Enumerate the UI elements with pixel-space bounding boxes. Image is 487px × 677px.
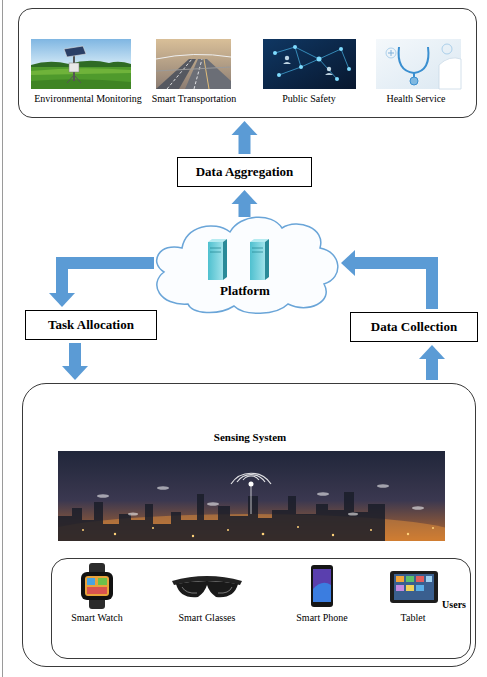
transportation-picture [156, 39, 231, 89]
arrow-head [341, 250, 355, 276]
server-icon [208, 239, 227, 280]
arrow-shaft [62, 263, 154, 294]
process-box: Task Allocation [25, 310, 157, 340]
arrow-shaft [239, 203, 251, 217]
arrow-shaft [69, 343, 81, 367]
box-label: Data Collection [371, 319, 457, 335]
device-caption: Tablet [401, 612, 426, 624]
flow-arrow [49, 263, 154, 307]
group-label: Users [442, 599, 466, 611]
picture-caption: Health Service [386, 93, 445, 105]
platform-cloud: Platform [148, 212, 342, 314]
public-safety-picture [263, 39, 356, 89]
arrow-head [232, 121, 258, 135]
city-picture [23, 384, 477, 668]
picture-caption: Public Safety [282, 93, 336, 105]
flow-arrow [419, 345, 445, 380]
box-label: Data Aggregation [196, 164, 294, 180]
platform-label: Platform [220, 283, 270, 299]
picture-caption: Environmental Monitoring [34, 93, 142, 105]
watch-icon [81, 563, 113, 609]
tablet-icon [390, 571, 438, 603]
arrow-head [62, 366, 88, 380]
arrow-shaft [354, 263, 432, 309]
sensing-panel: Sensing System Smart Watc [22, 383, 476, 667]
application-panel: Environmental Monitoring Smart Transporta… [18, 8, 477, 118]
server-icon [250, 239, 269, 280]
arrow-head [49, 293, 75, 307]
cloud-outline [148, 212, 342, 314]
flow-arrow [232, 121, 258, 154]
users-panel: Smart Watch Smart Glasses Smart Phone Table… [51, 558, 471, 659]
frame-line [2, 0, 3, 677]
flow-arrow [341, 250, 432, 309]
picture-caption: Smart Transportation [152, 93, 237, 105]
device-caption: Smart Watch [71, 612, 123, 624]
process-box: Data Aggregation [177, 157, 312, 187]
flow-arrow [232, 190, 258, 217]
environment-picture [31, 39, 131, 89]
arrow-head [419, 345, 445, 359]
box-label: Task Allocation [48, 317, 134, 333]
arrow-shaft [239, 134, 251, 154]
arrow-shaft [426, 358, 438, 380]
process-box: Data Collection [350, 312, 478, 342]
health-picture [376, 39, 461, 89]
device-icons [52, 559, 472, 660]
glasses-icon [172, 576, 242, 597]
panel-title: Sensing System [214, 431, 286, 444]
phone-icon [311, 565, 333, 607]
flow-arrow [62, 343, 88, 380]
arrow-head [232, 190, 258, 204]
device-caption: Smart Glasses [179, 612, 236, 624]
device-caption: Smart Phone [296, 612, 347, 624]
